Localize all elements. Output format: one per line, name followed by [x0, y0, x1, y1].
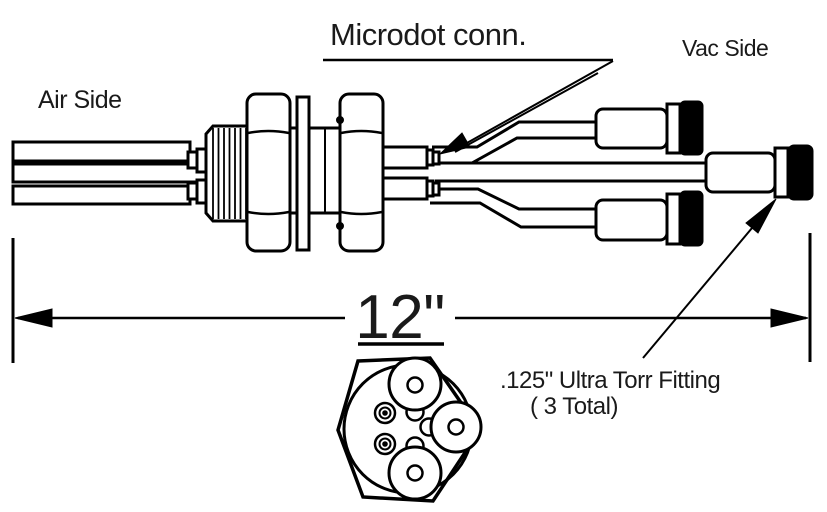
ultra-torr-leader-line	[642, 227, 753, 359]
pin-outer-ring	[373, 401, 397, 425]
nut-facet-top	[247, 129, 290, 135]
nut-facet-bottom	[340, 210, 383, 216]
ultra-torr-label-line1: .125" Ultra Torr Fitting	[500, 367, 720, 394]
dimension-arrow-left-icon	[14, 308, 53, 328]
vac-side-label: Vac Side	[682, 35, 768, 61]
connector-body	[381, 176, 429, 201]
tube-bore	[406, 376, 424, 394]
connector-body	[381, 145, 429, 170]
tube-bore	[447, 418, 465, 436]
air-side-tubes	[11, 140, 210, 206]
nut-mark-bottom	[336, 222, 344, 230]
ultra-torr-fitting-middle	[704, 144, 814, 201]
air-tube-middle	[11, 162, 209, 184]
hex-cross-section-view	[336, 356, 483, 503]
microdot-leader-arrow-icon	[438, 132, 471, 155]
feedthrough-side-view	[11, 92, 814, 253]
tube-outer	[387, 356, 443, 412]
cross-section-microdot-lower	[373, 432, 397, 456]
pin-inner-ring	[378, 437, 392, 451]
nut-facet-top	[340, 129, 383, 135]
fitting-body	[594, 107, 669, 150]
pin-center	[382, 441, 388, 447]
connector-tip	[431, 181, 441, 197]
air-side-label: Air Side	[38, 86, 122, 114]
fitting-cap	[787, 144, 814, 201]
microdot-leader-line-2	[454, 72, 599, 153]
plug-tip	[186, 181, 199, 201]
nut-outline	[338, 92, 385, 253]
annotation-ultra-torr: .125" Ultra Torr Fitting ( 3 Total)	[500, 198, 777, 420]
air-tube-top	[11, 140, 192, 163]
vac-tube-bottom-upper-line	[430, 187, 600, 211]
fitting-cap	[679, 100, 704, 156]
pin-center	[382, 410, 388, 416]
pin-inner-ring	[378, 406, 392, 420]
nut-facet-bottom	[247, 210, 290, 216]
tube-bore	[406, 464, 424, 482]
pin-outer-ring	[373, 432, 397, 456]
dimension-12in: 12"	[11, 233, 812, 363]
cross-section-tube-top	[387, 356, 443, 422]
microdot-connector-bottom	[381, 176, 441, 201]
annotation-microdot: Microdot conn.	[323, 17, 614, 155]
hex-nut-left	[245, 92, 292, 253]
microdot-leader-line-1	[457, 60, 614, 149]
fitting-collar	[773, 146, 790, 199]
plug-tip	[186, 150, 199, 170]
vac-tube-top-lower-line	[471, 136, 600, 165]
air-tube-bottom	[11, 184, 192, 206]
knurl-ridges	[212, 128, 247, 219]
connector-tip	[431, 150, 441, 166]
fitting-collar	[665, 102, 682, 155]
nut-outline	[245, 92, 292, 253]
dimension-text: 12"	[355, 283, 444, 352]
fitting-collar	[665, 192, 682, 246]
fitting-cap	[679, 190, 704, 247]
fitting-body	[594, 198, 669, 242]
tube-outer	[387, 445, 443, 501]
vac-tube-bottom-lower-line	[430, 201, 600, 229]
annotation-vac-side: Vac Side	[682, 35, 769, 61]
ultra-torr-fitting-top	[594, 100, 704, 156]
hex-body-outline	[336, 356, 483, 503]
cross-section-tube-right	[419, 400, 483, 454]
dimension-arrow-right-icon	[770, 308, 809, 328]
body-sleeve	[307, 126, 343, 215]
ultra-torr-label-line2: ( 3 Total)	[530, 393, 618, 420]
panel-plate	[295, 95, 311, 252]
knurled-section	[204, 124, 252, 223]
microdot-connector-top	[381, 145, 441, 170]
microdot-label: Microdot conn.	[330, 17, 526, 52]
ultra-torr-leader-arrow-icon	[745, 198, 777, 234]
cross-section-tube-bottom	[387, 436, 443, 501]
ultra-torr-fitting-bottom	[594, 190, 704, 247]
hex-nut-right	[336, 92, 385, 253]
tube-outer	[429, 400, 483, 454]
annotation-air-side: Air Side	[38, 86, 122, 114]
nut-mark-top	[336, 116, 344, 124]
fitting-body	[704, 151, 777, 194]
cross-section-microdot-upper	[373, 401, 397, 425]
